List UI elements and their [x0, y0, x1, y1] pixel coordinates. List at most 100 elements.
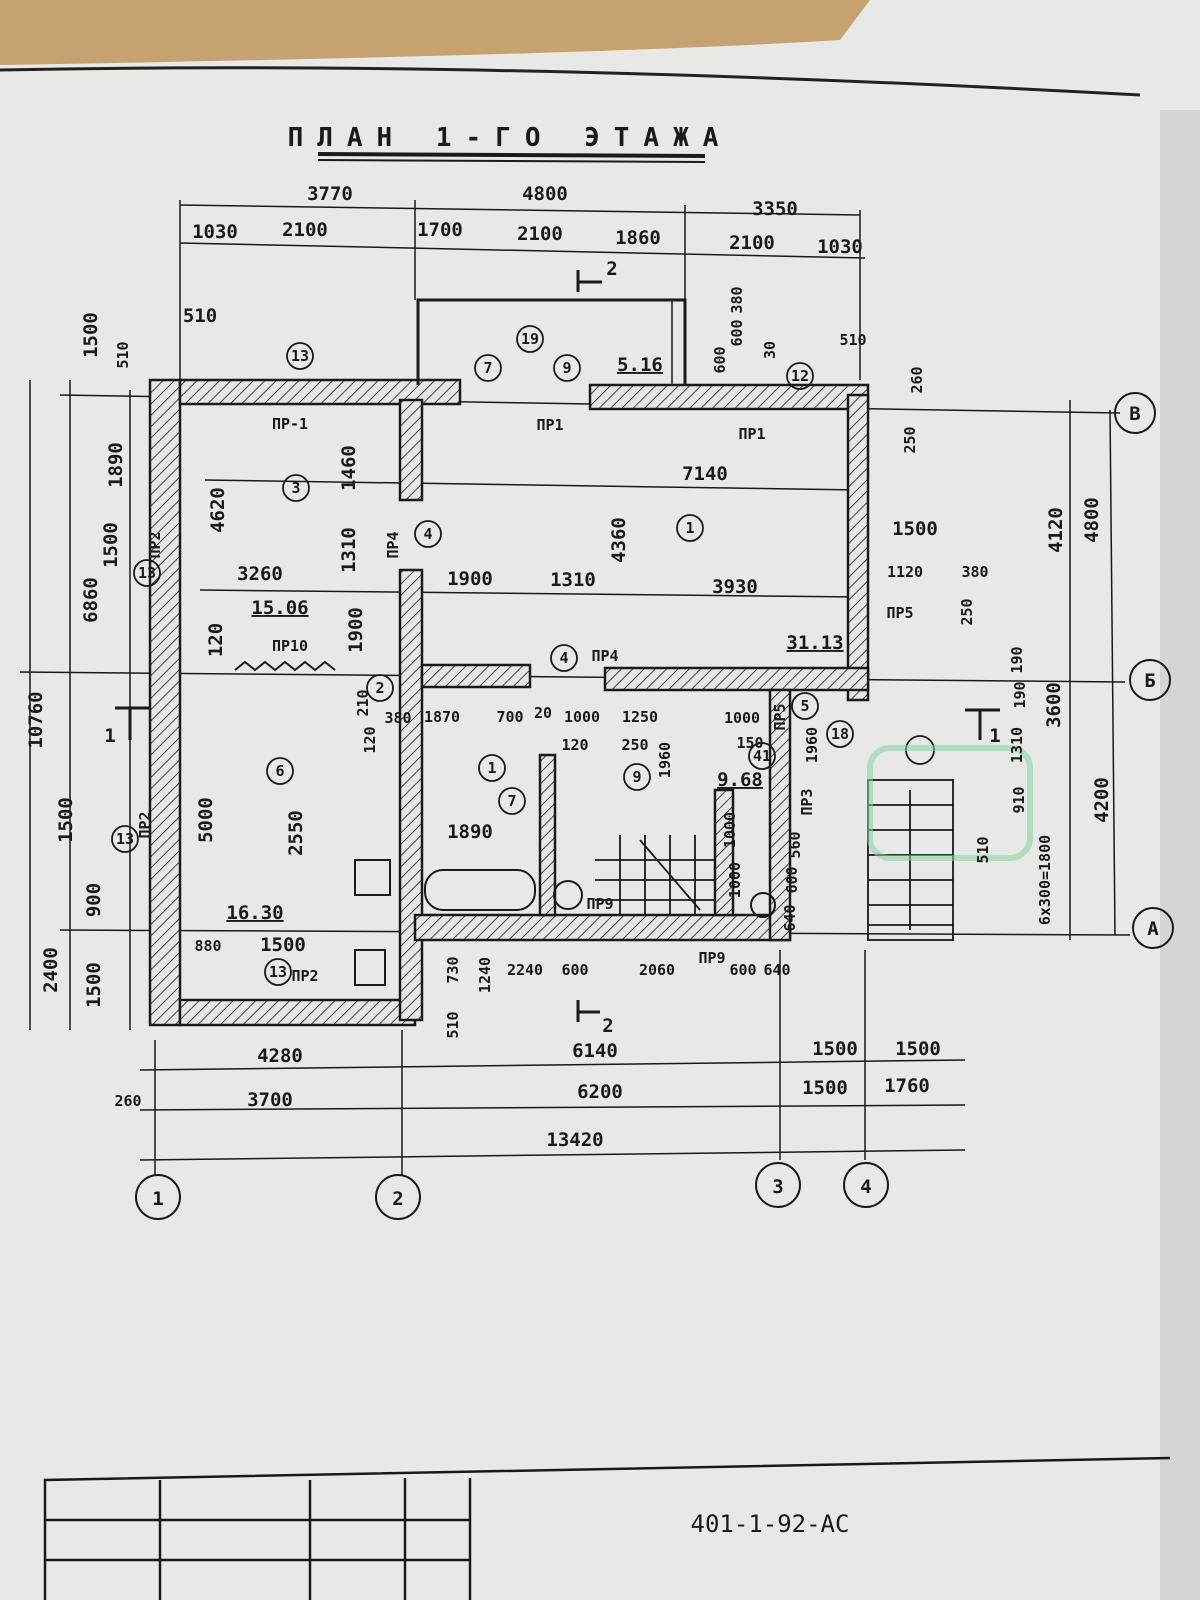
dimension: 1500 [812, 1038, 858, 1060]
dimension: 1870 [424, 708, 460, 726]
walls [148, 378, 870, 1027]
boiler [553, 880, 583, 910]
opening-label: ПР2 [146, 531, 164, 558]
dimension: 510 [839, 331, 866, 349]
title-underline [317, 152, 706, 158]
room-number-circle [826, 720, 854, 748]
room-number-circle [791, 692, 819, 720]
dimension: 900 [83, 883, 105, 917]
section-mark: 2 [606, 258, 617, 280]
dimension: 250 [901, 426, 919, 453]
dimension: 510 [114, 341, 132, 368]
dimension: 10760 [25, 691, 47, 748]
room-number: 6 [275, 762, 284, 780]
dimension: 1900 [345, 607, 367, 653]
dimension: 2060 [639, 961, 675, 979]
room-number-circle [676, 514, 704, 542]
dimension: 1500 [260, 934, 306, 956]
room-number-circle [498, 787, 526, 815]
right-page-shadow [1160, 110, 1200, 1600]
room-number: 41 [753, 747, 771, 765]
section-mark: 1 [989, 725, 1000, 747]
dimension: 20 [534, 704, 552, 722]
dimension: 6x300=1800 [1036, 835, 1054, 925]
title-block [43, 1456, 1171, 1600]
dimension: 2240 [507, 961, 543, 979]
dimension: 120 [561, 736, 588, 754]
room-number: 12 [791, 367, 809, 385]
opening-label: ПР9 [698, 949, 725, 967]
dimension: 2100 [282, 219, 328, 241]
opening-label: ПР4 [384, 531, 402, 558]
dimension: 600 [783, 866, 801, 893]
room-number: 4 [559, 649, 568, 667]
opening-label: ПР10 [272, 637, 308, 655]
kitchen-sink [354, 949, 386, 986]
room-area: 16.30 [226, 902, 283, 924]
dimension: 640 [781, 904, 799, 931]
room-number: 4 [423, 525, 432, 543]
dimension: 1310 [338, 527, 360, 573]
opening-label: ПР2 [291, 967, 318, 985]
dimension: 1860 [615, 227, 661, 249]
dimension: 1310 [1008, 727, 1026, 763]
dimension: 1760 [884, 1075, 930, 1097]
axis-label: Б [1144, 670, 1155, 692]
dimension: 260 [114, 1092, 141, 1110]
dimension: 3700 [247, 1089, 293, 1111]
plan-title: ПЛАН 1-ГО ЭТАЖА [288, 123, 733, 153]
dimension: 4800 [522, 183, 568, 205]
dimension: 880 [194, 937, 221, 955]
opening-label: ПР2 [136, 811, 154, 838]
axis-label: 2 [392, 1188, 403, 1210]
room-number-circle [266, 757, 294, 785]
opening-label: ПР1 [738, 425, 765, 443]
dimension: 250 [621, 736, 648, 754]
partition-zigzag [234, 660, 336, 672]
interior-stairs [595, 835, 715, 915]
dimension: 1250 [622, 708, 658, 726]
dimension: 1960 [803, 727, 821, 763]
dimension: 1460 [338, 445, 360, 491]
dimension: 4360 [608, 517, 630, 563]
dimension: 6200 [577, 1081, 623, 1103]
paper-top-edge [0, 66, 1141, 97]
dimension: 600 [561, 961, 588, 979]
axis-label: 4 [860, 1176, 871, 1198]
dimension: 4620 [207, 487, 229, 533]
drawing-code: 401-1-92-АС [691, 1510, 850, 1538]
dimension: 4120 [1045, 507, 1067, 553]
dimension: 380 [961, 563, 988, 581]
dimension-lines [19, 200, 1131, 1175]
room-number-circle [516, 325, 544, 353]
dimension: 1500 [895, 1038, 941, 1060]
axis-label: В [1129, 403, 1140, 425]
veranda-outline [416, 298, 687, 385]
wooden-edge [0, 0, 870, 65]
room-number-circle [133, 559, 161, 587]
dimension: 1500 [83, 962, 105, 1008]
dimension: 30 [761, 341, 779, 359]
dimension: 700 [496, 708, 523, 726]
room-number-circle [550, 644, 578, 672]
dimension: 6140 [572, 1040, 618, 1062]
room-number-circle [553, 354, 581, 382]
room-number-circle [478, 754, 506, 782]
room-number-circle [414, 520, 442, 548]
dimension: 1240 [476, 957, 494, 993]
dimension: 510 [183, 305, 217, 327]
axis-label: 1 [152, 1188, 163, 1210]
room-number: 9 [632, 768, 641, 786]
dimension: 1500 [100, 522, 122, 568]
dimension: 3600 [1043, 682, 1065, 728]
dimension: 1310 [550, 569, 596, 591]
watermark-logo [867, 745, 1033, 861]
dimension: 190 [1011, 681, 1029, 708]
dimension: 3260 [237, 563, 283, 585]
opening-label: ПР5 [771, 703, 789, 730]
room-area: 15.06 [251, 597, 308, 619]
opening-label: ПР1 [536, 416, 563, 434]
